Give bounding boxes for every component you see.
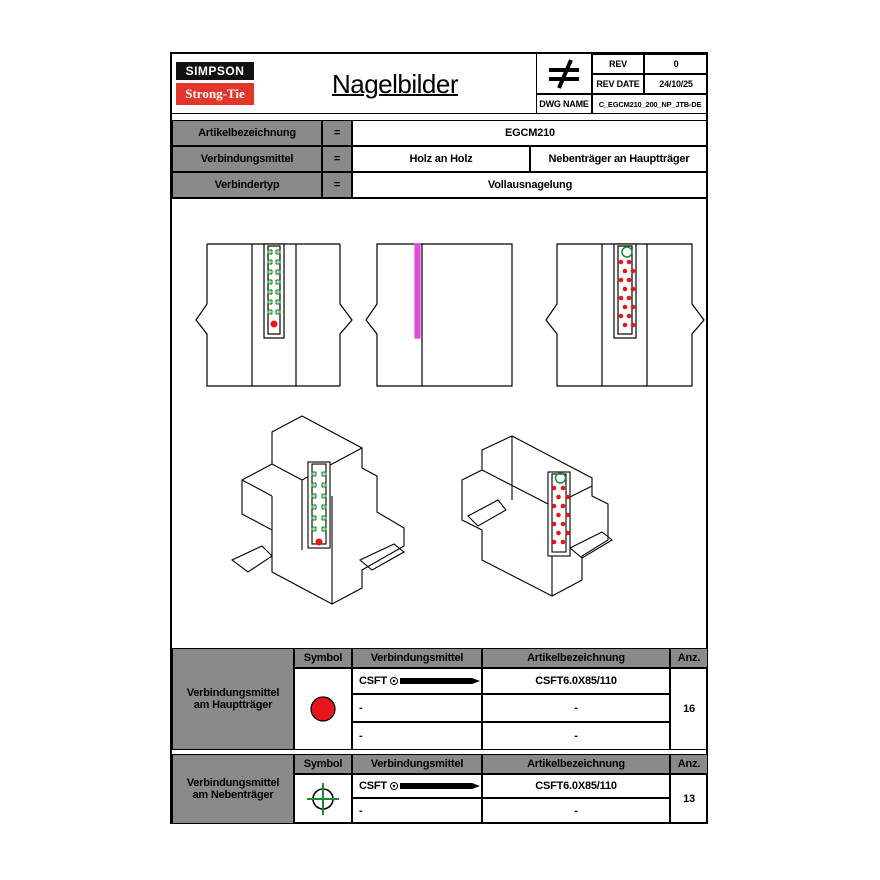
- red-nail-mark: [618, 277, 624, 283]
- side-view: [365, 243, 513, 387]
- rev-date-label: REV DATE: [592, 74, 644, 94]
- table2-symbol-cell: [294, 774, 352, 824]
- table1-side-label: Verbindungsmittel am Hauptträger: [172, 648, 294, 750]
- table1-header-article: Artikelbezeichnung: [482, 648, 670, 668]
- table1-header-symbol: Symbol: [294, 648, 352, 668]
- table2-row1-article: CSFT6.0X85/110: [482, 774, 670, 798]
- dwg-name-label: DWG NAME: [536, 94, 592, 114]
- red-nail-mark: [565, 512, 570, 518]
- info-label-verbindungsmittel: Verbindungsmittel: [172, 146, 322, 172]
- info-eq-artikel: =: [322, 120, 352, 146]
- red-nails-front: [618, 246, 636, 328]
- red-nail-mark: [622, 268, 628, 274]
- logo-strongtie: Strong-Tie: [176, 83, 254, 105]
- red-nail-mark: [551, 485, 557, 491]
- red-nail-mark: [560, 485, 566, 491]
- red-nail-mark: [270, 320, 278, 328]
- front-view-nebentraeger: [195, 243, 353, 387]
- logo-simpson: SIMPSON: [176, 62, 254, 80]
- red-nail-mark: [618, 313, 624, 319]
- table1-header-count: Anz.: [670, 648, 708, 668]
- rev-label: REV: [592, 54, 644, 74]
- green-crosshair-icon: [307, 783, 339, 815]
- red-nail-mark: [626, 259, 632, 265]
- red-nail-mark: [556, 494, 561, 500]
- table1-row3-fastener: -: [352, 722, 482, 750]
- red-nail-mark: [626, 277, 632, 283]
- info-value-artikel: EGCM210: [352, 120, 708, 146]
- dwg-name-value: C_EGCM210_200_NP_JTB-DE: [592, 94, 708, 114]
- red-nail-mark: [630, 286, 636, 292]
- red-nail-mark: [560, 521, 566, 527]
- info-value-verbindertyp: Vollausnagelung: [352, 172, 708, 198]
- red-nail-mark: [551, 503, 557, 509]
- table2-header-article: Artikelbezeichnung: [482, 754, 670, 774]
- red-nail-mark: [630, 268, 636, 274]
- red-nail-mark: [622, 322, 628, 328]
- red-nail-mark: [622, 286, 628, 292]
- info-eq-verbindungsmittel: =: [322, 146, 352, 172]
- red-nail-mark: [560, 503, 566, 509]
- red-nail-mark: [626, 295, 632, 301]
- table2-row1-fastener: CSFT: [352, 774, 482, 798]
- info-label-artikel: Artikelbezeichnung: [172, 120, 322, 146]
- red-nail-mark: [618, 295, 624, 301]
- title-block: SIMPSON Strong-Tie Nagelbilder DWG NAME …: [172, 54, 708, 114]
- green-nails-iso: [309, 469, 329, 546]
- red-nail-mark: [618, 259, 624, 265]
- drawing-sheet: SIMPSON Strong-Tie Nagelbilder DWG NAME …: [170, 52, 708, 824]
- table1-row3-article: -: [482, 722, 670, 750]
- info-value-nebentraeger: Nebenträger an Hauptträger: [530, 146, 708, 172]
- table2-side-label: Verbindungsmittel am Nebenträger: [172, 754, 294, 824]
- red-nail-mark: [315, 538, 323, 546]
- table2-row2-fastener: -: [352, 798, 482, 824]
- table1-count: 16: [670, 668, 708, 750]
- red-nail-mark: [560, 539, 566, 545]
- screw-icon: [389, 782, 480, 790]
- table1-row1-fastener: CSFT: [352, 668, 482, 694]
- table1-row2-article: -: [482, 694, 670, 722]
- table2-header-fastener: Verbindungsmittel: [352, 754, 482, 774]
- table1-symbol-cell: [294, 668, 352, 750]
- table1-row1-article: CSFT6.0X85/110: [482, 668, 670, 694]
- fastener-name: CSFT: [359, 675, 387, 687]
- info-value-holz: Holz an Holz: [352, 146, 530, 172]
- page-title: Nagelbilder: [331, 68, 459, 99]
- table1-header-fastener: Verbindungsmittel: [352, 648, 482, 668]
- front-view-hauptraeger: [545, 243, 705, 387]
- red-nails-iso: [551, 472, 570, 545]
- red-nail-mark: [565, 530, 570, 536]
- red-nail-mark: [626, 313, 632, 319]
- red-nail-mark: [565, 494, 570, 500]
- drawing-area: [195, 243, 705, 605]
- divider: [172, 198, 708, 199]
- not-equal-icon: [536, 54, 592, 94]
- iso-view-right: [461, 435, 613, 597]
- table2-header-symbol: Symbol: [294, 754, 352, 774]
- green-nails-front: [265, 247, 283, 328]
- fastener-name: CSFT: [359, 780, 387, 792]
- rev-date-value: 24/10/25: [644, 74, 708, 94]
- red-nail-mark: [551, 539, 557, 545]
- red-dot-icon: [310, 696, 336, 722]
- green-nail-mark: [554, 472, 567, 484]
- info-eq-verbindertyp: =: [322, 172, 352, 198]
- table2-count: 13: [670, 774, 708, 824]
- table1-row2-fastener: -: [352, 694, 482, 722]
- green-nail-mark: [621, 246, 633, 258]
- red-nail-mark: [551, 521, 557, 527]
- red-nail-mark: [630, 304, 636, 310]
- screw-icon: [389, 677, 480, 685]
- rev-value: 0: [644, 54, 708, 74]
- table2-row2-article: -: [482, 798, 670, 824]
- red-nail-mark: [556, 512, 561, 518]
- red-nail-mark: [630, 322, 636, 328]
- table2-header-count: Anz.: [670, 754, 708, 774]
- red-nail-mark: [622, 304, 628, 310]
- info-label-verbindertyp: Verbindertyp: [172, 172, 322, 198]
- red-nail-mark: [556, 530, 561, 536]
- iso-view-left: [230, 415, 405, 605]
